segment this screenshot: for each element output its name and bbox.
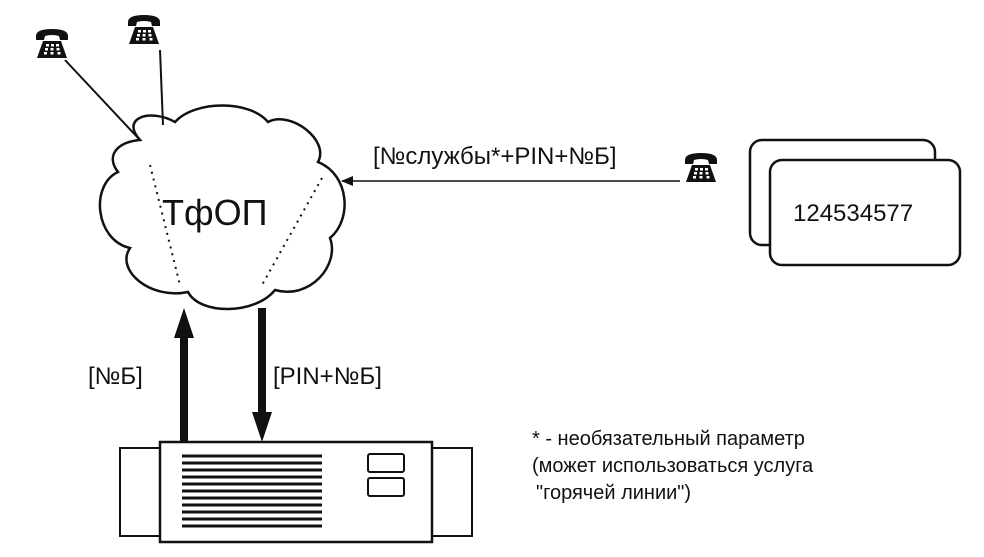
down-arrow-label: [PIN+№Б]	[273, 363, 382, 390]
card-number: 124534577	[793, 200, 913, 227]
dotted-route	[261, 177, 323, 286]
network-label: ТфОП	[162, 192, 268, 233]
up-arrow-label: [№Б]	[88, 363, 143, 390]
server-equipment	[119, 440, 473, 544]
telephone-icon	[128, 15, 160, 44]
arrow-down-head	[252, 412, 272, 442]
footnote-line-1: * - необязательный параметр	[532, 428, 805, 450]
telephone-icon	[36, 29, 68, 58]
pstn-cloud	[98, 104, 346, 311]
telephone-icon	[685, 153, 717, 182]
incoming-call-label: [№службы*+PIN+№Б]	[373, 143, 617, 170]
phone-line	[159, 49, 164, 126]
phone-line	[64, 59, 141, 141]
footnote-line-3: "горячей линии")	[536, 482, 691, 504]
footnote-line-2: (может использоваться услуга	[532, 455, 814, 477]
arrow-up-head	[174, 308, 194, 338]
card-front	[768, 158, 962, 267]
